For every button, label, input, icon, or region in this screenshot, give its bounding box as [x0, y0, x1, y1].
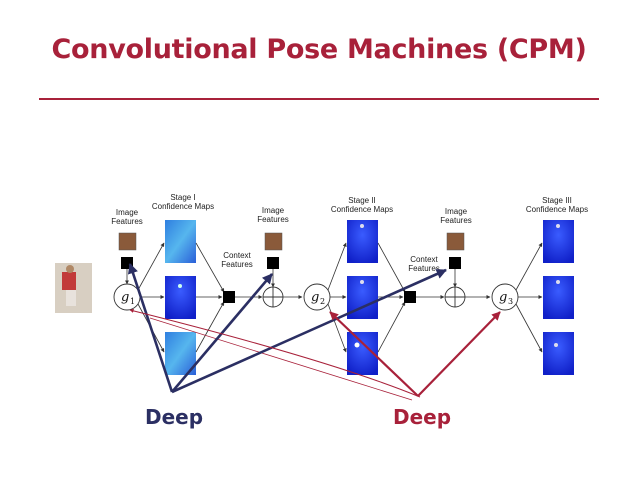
svg-text:Features: Features [408, 264, 440, 273]
title-divider [39, 98, 599, 100]
stage1-map-2 [165, 276, 196, 319]
sum-node-2 [444, 286, 466, 308]
image-features-label-1: Image Features [111, 208, 143, 226]
stage1-map-1 [165, 220, 196, 263]
node-g2: g 2 [303, 283, 331, 311]
svg-text:Confidence Maps: Confidence Maps [331, 205, 393, 214]
input-image [55, 263, 92, 313]
image-features-label-2: Image Features [257, 206, 289, 224]
svg-text:Context: Context [410, 255, 438, 264]
svg-text:Confidence Maps: Confidence Maps [526, 205, 588, 214]
image-feature-thumb-3 [446, 232, 465, 251]
svg-text:1: 1 [130, 297, 135, 306]
svg-text:Features: Features [221, 260, 253, 269]
deep-label-left: Deep [145, 405, 203, 429]
concat-block-2 [404, 291, 416, 303]
svg-text:Features: Features [440, 216, 472, 225]
stage3-map-3 [543, 332, 574, 375]
stage2-label: Stage II Confidence Maps [331, 196, 393, 214]
feature-block-3 [449, 257, 461, 269]
image-feature-thumb-1 [118, 232, 137, 251]
svg-text:Features: Features [257, 215, 289, 224]
stage1-label: Stage I Confidence Maps [152, 193, 214, 211]
svg-text:g: g [121, 290, 129, 305]
sum-node-1 [262, 286, 284, 308]
node-g3: g 3 [491, 283, 519, 311]
svg-text:Stage II: Stage II [348, 196, 376, 205]
deep-label-right: Deep [393, 405, 451, 429]
concat-block-1 [223, 291, 235, 303]
image-features-label-3: Image Features [440, 207, 472, 225]
svg-text:Image: Image [262, 206, 285, 215]
context-features-label-2: Context Features [408, 255, 440, 273]
svg-text:Stage I: Stage I [170, 193, 195, 202]
svg-text:Features: Features [111, 217, 143, 226]
deep-arrows-left [127, 263, 447, 394]
svg-text:3: 3 [508, 297, 513, 306]
deep-arrows-right [129, 308, 501, 398]
svg-text:2: 2 [320, 297, 325, 306]
receptive-field-line [149, 317, 413, 401]
svg-text:g: g [311, 290, 319, 305]
svg-text:Image: Image [116, 208, 139, 217]
context-features-label-1: Context Features [221, 251, 253, 269]
svg-text:g: g [499, 290, 507, 305]
svg-text:Confidence Maps: Confidence Maps [152, 202, 214, 211]
feature-block-2 [267, 257, 279, 269]
svg-text:Context: Context [223, 251, 251, 260]
svg-text:Stage III: Stage III [542, 196, 572, 205]
image-feature-thumb-2 [264, 232, 283, 251]
svg-text:Image: Image [445, 207, 468, 216]
node-g1: g 1 [113, 283, 141, 311]
page-title: Convolutional Pose Machines (CPM) [51, 34, 587, 65]
stage3-label: Stage III Confidence Maps [526, 196, 588, 214]
